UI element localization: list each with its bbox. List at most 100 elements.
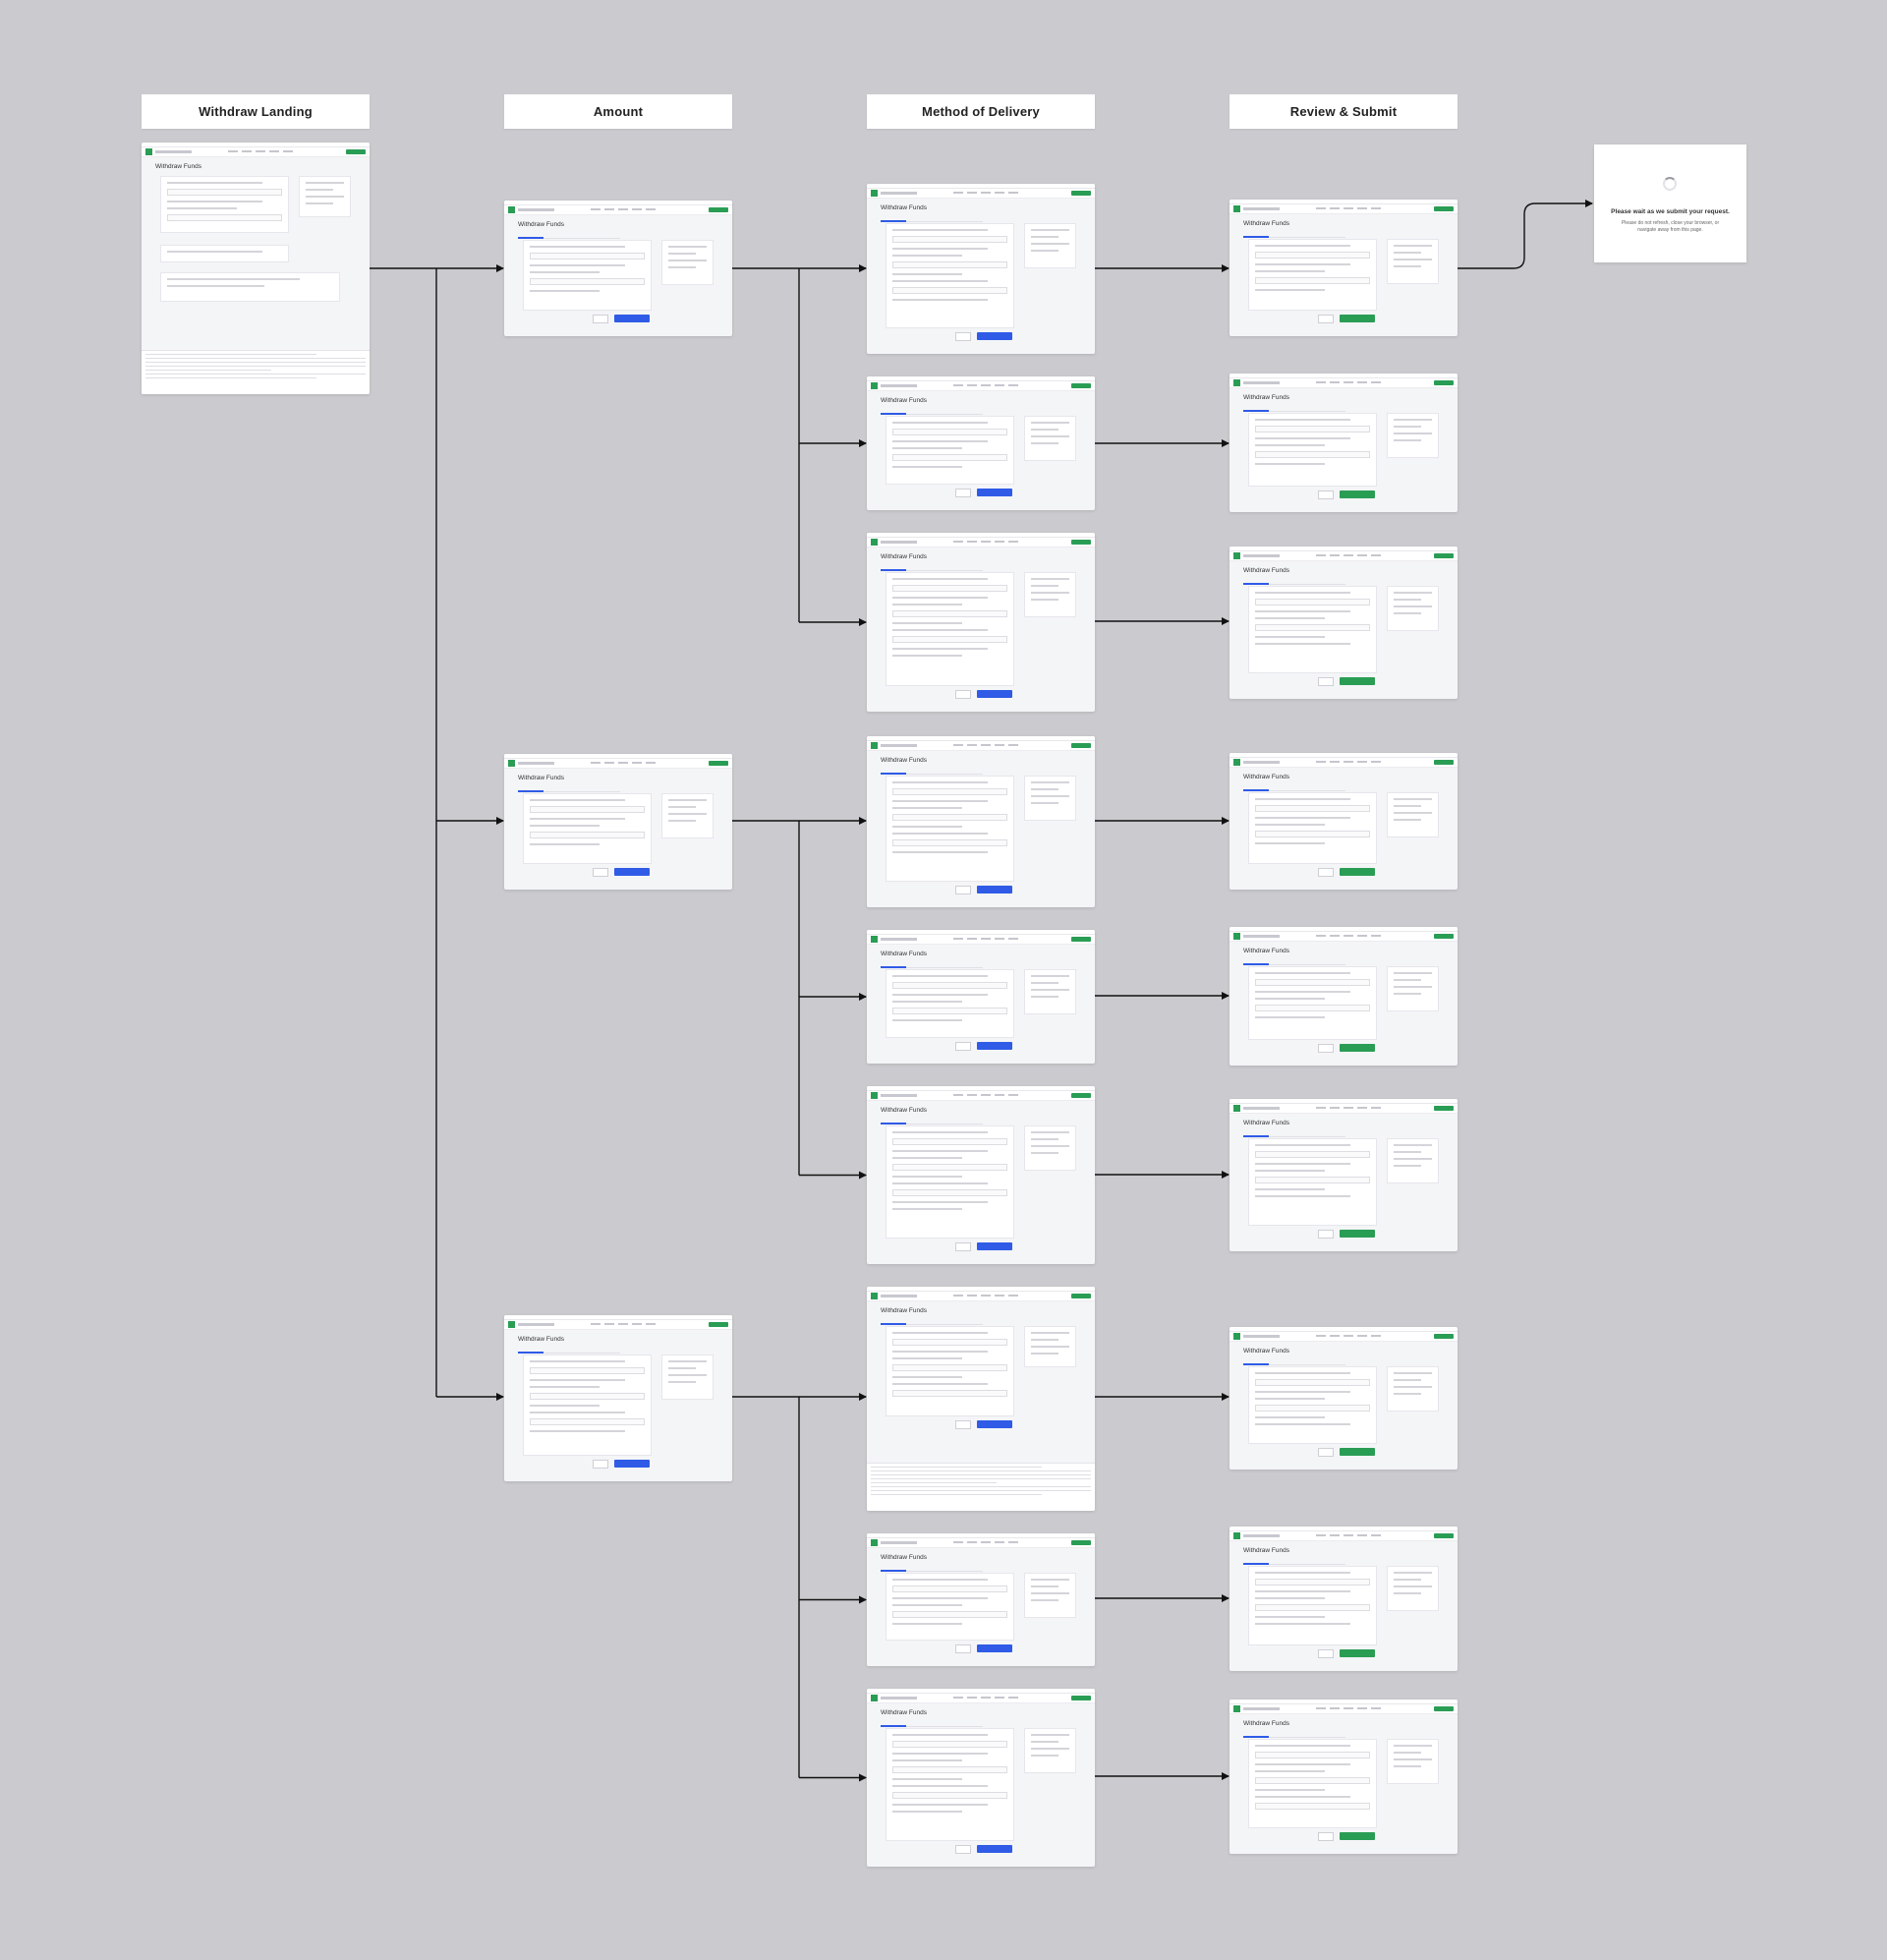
screen-title: Withdraw Funds: [1243, 1720, 1289, 1727]
brand-logo-icon: [508, 206, 515, 213]
prefill-card: [159, 245, 290, 262]
review-screen-6: Withdraw Funds: [1229, 1099, 1458, 1251]
landing-screen: Withdraw Funds: [142, 143, 370, 394]
column-header-amount: Amount: [504, 94, 732, 129]
back-button: [593, 1460, 609, 1469]
review-screen-7: Withdraw Funds: [1229, 1327, 1458, 1470]
site-nav: [142, 147, 370, 157]
nav-cta-button: [1071, 1093, 1091, 1098]
nav-cta-button: [1071, 191, 1091, 196]
submit-loading-screen: Please wait as we submit your request. P…: [1594, 144, 1746, 262]
back-button: [593, 868, 609, 877]
continue-button: [977, 886, 1013, 894]
continue-button: [1340, 1832, 1376, 1840]
continue-button: [977, 332, 1013, 340]
continue-button: [1340, 315, 1376, 322]
brand-logo-icon: [871, 190, 878, 197]
site-nav: [1229, 551, 1458, 561]
form-card: [1247, 1566, 1378, 1645]
nav-cta-button: [1434, 553, 1454, 558]
summary-panel: [1387, 239, 1440, 284]
brand-logo-icon: [1233, 1105, 1240, 1112]
summary-panel: [1024, 1728, 1077, 1773]
summary-panel: [1024, 1125, 1077, 1171]
site-nav: [867, 189, 1095, 199]
continue-button: [977, 690, 1013, 698]
browser-bar: [1229, 200, 1458, 204]
screen-title: Withdraw Funds: [518, 1336, 564, 1343]
loading-spinner-icon: [1663, 177, 1677, 191]
form-card: [885, 1573, 1015, 1641]
browser-bar: [504, 754, 732, 759]
browser-bar: [867, 1533, 1095, 1538]
form-actions: [886, 886, 1013, 894]
browser-bar: [867, 736, 1095, 741]
step-indicator: [1243, 405, 1346, 412]
continue-button: [977, 1644, 1013, 1652]
delivery-screen-7: Withdraw Funds: [867, 1287, 1095, 1511]
nav-cta-button: [1434, 206, 1454, 211]
delivery-screen-4: Withdraw Funds: [867, 736, 1095, 907]
screen-title: Withdraw Funds: [1243, 1120, 1289, 1126]
nav-cta-button: [1434, 380, 1454, 385]
column-header-landing: Withdraw Landing: [142, 94, 370, 129]
site-nav: [504, 1320, 732, 1330]
page-footer: [867, 1463, 1095, 1511]
site-nav: [867, 538, 1095, 548]
nav-cta-button: [1071, 383, 1091, 388]
nav-cta-button: [1071, 540, 1091, 545]
brand-logo-icon: [1233, 379, 1240, 386]
review-screen-9: Withdraw Funds: [1229, 1700, 1458, 1854]
summary-panel: [661, 1355, 715, 1400]
continue-button: [977, 489, 1013, 496]
continue-button: [977, 1845, 1013, 1853]
summary-panel: [1387, 1138, 1440, 1183]
brand-logo-icon: [145, 148, 152, 155]
back-button: [1318, 1448, 1335, 1457]
nav-cta-button: [709, 761, 728, 766]
form-card: [1247, 1739, 1378, 1828]
form-card: [1247, 586, 1378, 673]
brand-logo-icon: [871, 382, 878, 389]
site-nav: [867, 1538, 1095, 1548]
amount-screen-1: Withdraw Funds: [504, 201, 732, 336]
brand-logo-icon: [871, 1293, 878, 1299]
form-card: [885, 1728, 1015, 1841]
step-indicator: [1243, 231, 1346, 238]
browser-bar: [867, 1086, 1095, 1091]
form-actions: [886, 1420, 1013, 1429]
browser-bar: [867, 376, 1095, 381]
browser-bar: [504, 1315, 732, 1320]
step-indicator: [881, 408, 984, 415]
nav-cta-button: [1071, 937, 1091, 942]
review-screen-8: Withdraw Funds: [1229, 1527, 1458, 1671]
back-button: [955, 886, 972, 894]
brand-logo-icon: [871, 539, 878, 546]
summary-panel: [1387, 586, 1440, 631]
summary-panel: [1024, 1573, 1077, 1618]
browser-bar: [867, 1287, 1095, 1292]
summary-panel: [1387, 966, 1440, 1011]
brand-logo-icon: [1233, 1705, 1240, 1712]
back-button: [955, 1845, 972, 1854]
site-nav: [1229, 758, 1458, 768]
back-button: [955, 1420, 972, 1429]
back-button: [1318, 490, 1335, 499]
form-card: [1247, 1138, 1378, 1226]
continue-button: [977, 1042, 1013, 1050]
nav-cta-button: [1434, 934, 1454, 939]
continue-button: [614, 868, 651, 876]
back-button: [1318, 1044, 1335, 1053]
continue-button: [614, 1460, 651, 1468]
site-nav: [867, 741, 1095, 751]
brand-logo-icon: [1233, 1532, 1240, 1539]
form-card: [159, 176, 290, 233]
form-card: [885, 572, 1015, 686]
continue-button: [1340, 1649, 1376, 1657]
nav-cta-button: [1434, 1334, 1454, 1339]
back-button: [1318, 868, 1335, 877]
back-button: [955, 1042, 972, 1051]
form-actions: [1248, 868, 1376, 877]
form-card: [522, 240, 653, 311]
continue-button: [1340, 1044, 1376, 1052]
